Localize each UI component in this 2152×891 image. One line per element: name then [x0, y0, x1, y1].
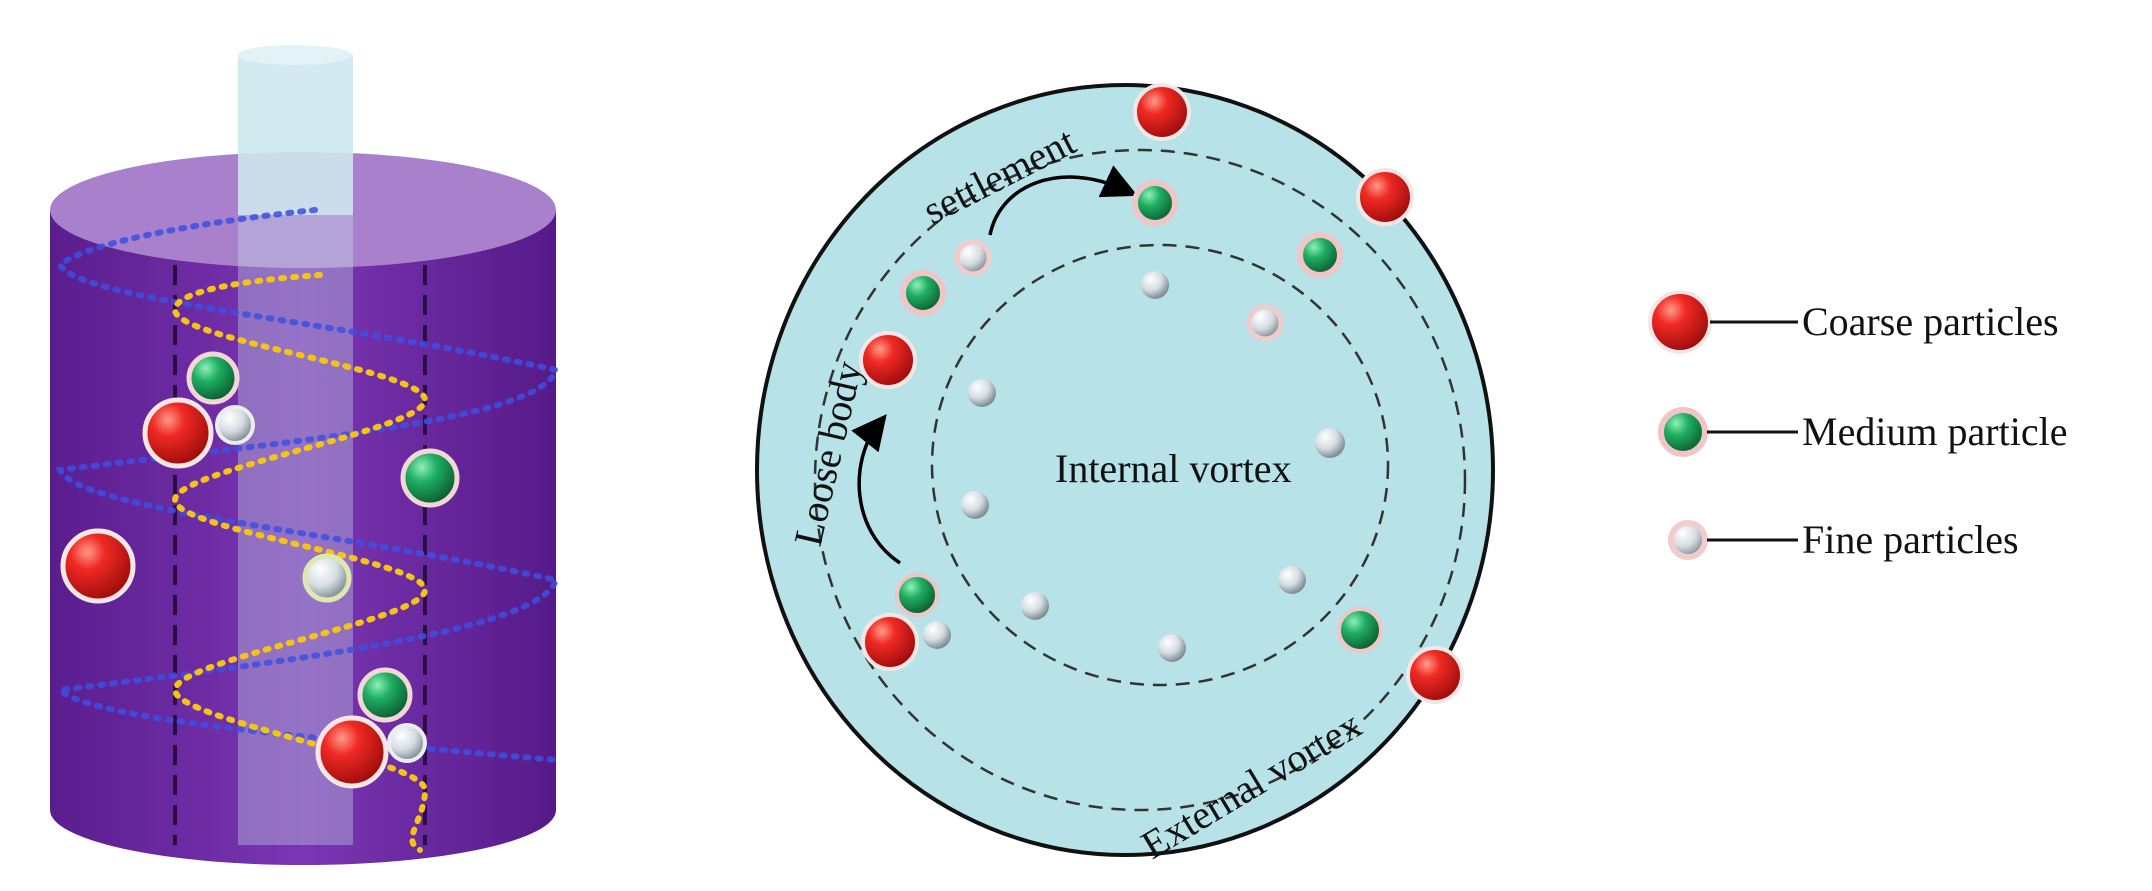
coarse-particle: [861, 613, 919, 671]
coarse-particle: [60, 528, 136, 604]
outer-circle: [755, 83, 1495, 857]
coarse-particle-icon: [1648, 290, 1712, 354]
legend-coarse-label: Coarse particles: [1802, 299, 2059, 344]
fine-particle: [1315, 428, 1345, 458]
medium-particle: [895, 573, 939, 617]
legend-fine-label: Fine particles: [1802, 517, 2019, 562]
legend-fine: Fine particles: [1668, 517, 2019, 562]
fine-particle: [302, 553, 352, 603]
legend-coarse: Coarse particles: [1648, 290, 2059, 354]
external-vortex-boundary: [813, 148, 1467, 812]
medium-particle: [1297, 232, 1343, 278]
medium-particle: [900, 270, 946, 316]
coarse-particle: [142, 397, 214, 469]
loose-body-arrow: [851, 414, 901, 565]
legend-medium: Medium particle: [1658, 407, 2067, 457]
fine-particle: [961, 491, 989, 519]
coarse-particle: [859, 331, 917, 389]
settlement-arrow: [988, 165, 1138, 236]
medium-particle: [400, 448, 460, 508]
cylinder-particles: [60, 351, 460, 789]
internal-vortex-boundary: [930, 243, 1390, 687]
central-pipe-upper: [238, 55, 353, 215]
medium-particle: [1337, 607, 1383, 653]
cross-section-diagram: settlement Loose body Internal vortex Ex…: [755, 83, 1495, 868]
fine-particle: [954, 239, 992, 277]
fine-particle: [1158, 634, 1186, 662]
fine-particle-icon: [1668, 520, 1708, 560]
fine-particle: [215, 405, 255, 445]
coarse-particle: [1356, 168, 1414, 226]
coarse-particle: [315, 715, 389, 789]
internal-spiral: [171, 272, 429, 853]
fine-particle: [1021, 592, 1049, 620]
legend: Coarse particles Medium particle Fine pa…: [1648, 290, 2067, 562]
fine-particle: [387, 723, 427, 763]
fine-particle: [923, 621, 951, 649]
coarse-particle: [1133, 83, 1191, 141]
medium-particle: [1132, 180, 1178, 226]
medium-particle: [357, 667, 413, 723]
medium-particle: [186, 351, 240, 405]
central-pipe-cap: [238, 45, 352, 65]
coarse-particle: [1406, 646, 1464, 704]
internal-vortex-label: Internal vortex: [1055, 446, 1292, 491]
fine-particle: [1278, 566, 1306, 594]
legend-medium-label: Medium particle: [1802, 409, 2067, 454]
fine-particle: [968, 379, 996, 407]
cyclone-cylinder: [50, 45, 560, 865]
fine-particle: [1246, 304, 1284, 342]
medium-particle-icon: [1658, 407, 1708, 457]
external-spiral: [53, 207, 560, 763]
fine-particle: [1141, 271, 1169, 299]
